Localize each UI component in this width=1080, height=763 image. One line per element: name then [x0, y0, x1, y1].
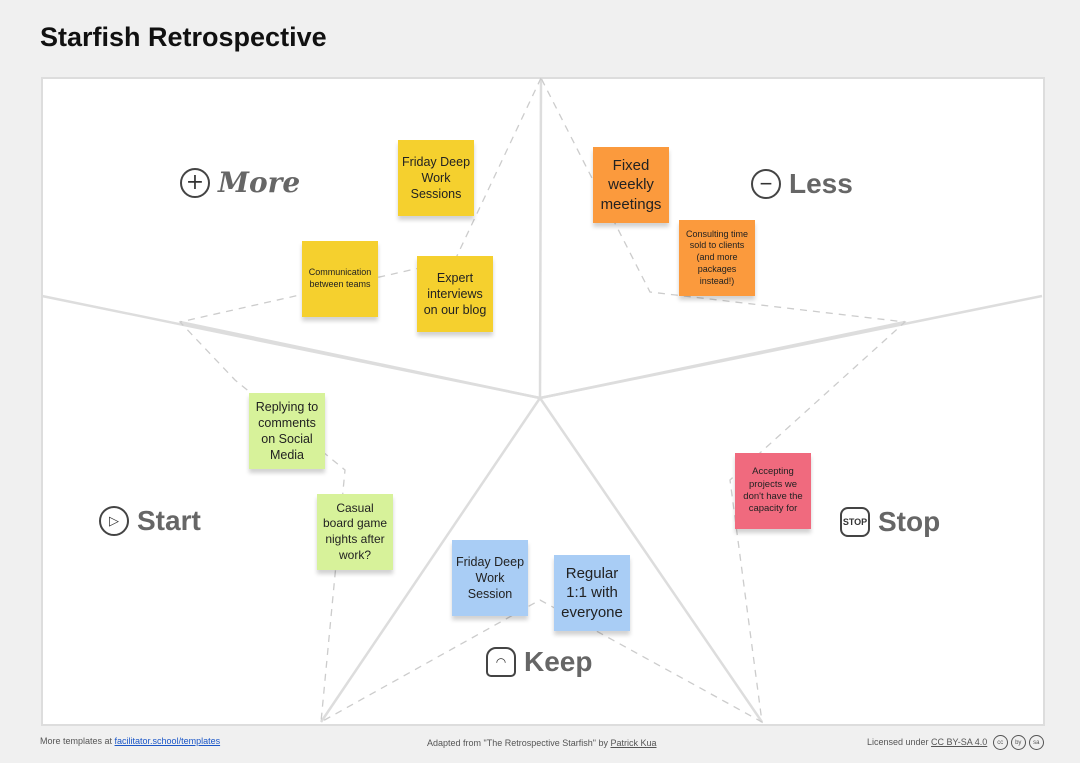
section-less: − Less: [751, 168, 853, 200]
section-start-label: Start: [137, 505, 201, 536]
plus-icon: +: [180, 167, 210, 198]
author-link[interactable]: Patrick Kua: [610, 738, 657, 748]
sticky-note[interactable]: Regular 1:1 with everyone: [554, 555, 630, 631]
section-more-label: More: [218, 166, 301, 199]
page-title: Starfish Retrospective: [40, 22, 327, 52]
section-stop-label: Stop: [878, 506, 941, 537]
footer-center: Adapted from "The Retrospective Starfish…: [427, 738, 657, 748]
footer-center-text: Adapted from "The Retrospective Starfish…: [427, 738, 611, 748]
play-icon: ▷: [99, 506, 129, 536]
cc-sa-icon: sa: [1028, 735, 1044, 750]
sticky-note[interactable]: Accepting projects we don't have the cap…: [735, 453, 811, 529]
minus-icon: −: [751, 169, 781, 199]
sticky-note[interactable]: Expert interviews on our blog: [417, 256, 493, 332]
footer-left-text: More templates at: [40, 736, 115, 746]
footer-left: More templates at facilitator.school/tem…: [40, 736, 220, 746]
section-more: + More: [180, 166, 300, 199]
section-less-label: Less: [789, 168, 853, 199]
section-keep-label: Keep: [524, 646, 593, 677]
section-keep: ◠ Keep: [486, 646, 592, 678]
sticky-note[interactable]: Communication between teams: [302, 241, 378, 317]
section-stop: STOP Stop: [840, 506, 940, 538]
footer-right-text: Licensed under: [867, 736, 932, 747]
license-link[interactable]: CC BY-SA 4.0: [931, 736, 988, 747]
sticky-note[interactable]: Friday Deep Work Sessions: [398, 140, 474, 216]
backpack-icon: ◠: [486, 647, 516, 677]
cc-icon: cc: [992, 735, 1008, 750]
sticky-note[interactable]: Friday Deep Work Session: [452, 540, 528, 616]
sticky-note[interactable]: Replying to comments on Social Media: [249, 393, 325, 469]
sticky-note[interactable]: Casual board game nights after work?: [317, 494, 393, 570]
templates-link[interactable]: facilitator.school/templates: [114, 736, 221, 746]
sticky-note[interactable]: Consulting time sold to clients (and mor…: [679, 220, 755, 296]
section-start: ▷ Start: [99, 505, 201, 537]
stop-sign-icon: STOP: [840, 507, 870, 537]
sticky-note[interactable]: Fixed weekly meetings: [593, 147, 669, 223]
cc-by-icon: by: [1010, 735, 1026, 750]
